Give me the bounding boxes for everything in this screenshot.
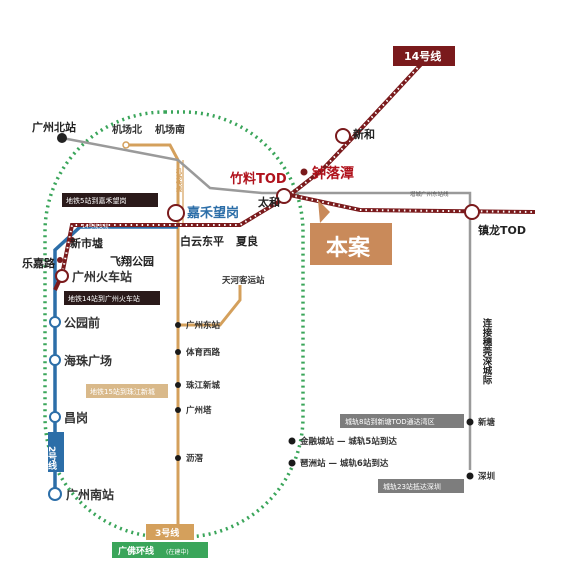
guangzhou-railway-label: 广州火车站 [72,269,132,284]
tiyu-xilu-marker [175,349,181,355]
lijiao-marker [175,455,181,461]
guangfo-ring-tag-label: 广佛环线 [118,545,154,557]
gongyuanqian-label: 公园前 [64,315,100,330]
changgang-label: 昌岗 [64,411,88,425]
haizhu-square-label: 海珠广场 [64,353,112,368]
project-label: 本案 [326,235,371,261]
jinrongcheng-marker [288,437,296,445]
baiyun-dongping-label: 白云东平 [180,234,224,248]
airport-express-label: 机场快线 [175,167,183,193]
shenzhen-marker [466,472,474,480]
line-14-tag [393,46,455,66]
tiyu-xilu-label: 体育西路 [186,347,221,358]
xinshixu-label: 新市墟 [70,236,103,250]
guangzhou-north-label: 广州北站 [32,120,76,134]
intercity8-note: 城轨8站到新塘TOD通达湾区 [345,417,435,426]
guangzhou-east-label: 广州东站 [186,320,221,331]
jiahe-wanggang-label: 嘉禾望岗 [186,205,239,221]
zhongluotan-label: 钟落潭 [312,165,354,182]
zhenlong-tod-marker [464,204,480,220]
zhujiang-newtown-marker [175,382,181,388]
taihe-station-marker [276,188,292,204]
metro15-note-box [86,384,168,398]
line-3-tag-label: 3号线 [155,527,179,539]
xinhe-station-marker [335,128,351,144]
metro14-note: 地铁14站到广州火车站 [68,294,140,303]
metro14-note-box [64,291,160,305]
canton-tower-marker [175,407,181,413]
feixiang-park-label: 飞翔公园 [110,254,154,268]
gongyuanqian-station-marker [49,316,61,328]
zhugang-tod-label: 竹料TOD [229,171,287,187]
xintang-label: 新塘 [478,417,496,428]
canton-tower-label: 广州塔 [186,405,212,416]
intercity23-note-box [378,479,464,493]
jiahe-wanggang-station-marker [167,204,185,222]
project-box [310,223,392,265]
line-2-tag [48,432,64,472]
taihe-label: 太和 [257,195,280,209]
airport-south-label: 机场南 [155,123,185,136]
tianhe-coach-label: 天河客运站 [222,275,265,286]
changgang-station-marker [49,411,61,423]
guangfo-ring-tag-note: (在建中) [166,548,189,556]
line-3-tag [146,524,194,540]
zhongluotan-station-marker [300,168,308,176]
metro5-note: 地铁5站到嘉禾望岗 [66,196,126,205]
intercity8-note-box [340,414,464,428]
intercity6-note: 琶洲站 — 城轨6站到达 [300,458,389,469]
intercity5-note: 金融城站 — 城轨5站到达 [299,436,397,447]
shenzhen-label: 深圳 [478,471,495,482]
line14-branch-tag: 14号线支线 [82,223,108,230]
zhujiang-newtown-label: 珠江新城 [186,380,221,391]
haizhu-square-station-marker [49,354,61,366]
line-3-branch-tianhe [178,285,242,327]
lejia-road-label: 乐嘉路 [22,256,56,270]
metro5-note-box [62,193,158,207]
lijiao-label: 沥滘 [186,453,204,464]
airport-north-label: 机场北 [112,123,142,136]
airport-north-marker [122,141,130,149]
guangzhou-south-station-marker [48,487,62,501]
xinhe-label: 新和 [353,127,375,141]
line-14-track-ticks [61,59,426,276]
line-14-tag-label: 14号线 [404,49,441,63]
xialiang-label: 夏良 [236,234,258,248]
xintang-marker [466,418,474,426]
metro15-note: 地铁15站到珠江新城 [90,387,155,396]
guangzhou-north-station-marker [57,133,67,143]
intercity-line-track [61,136,472,470]
xinshixu-station-marker [69,237,75,243]
guangzhou-railway-station-marker [55,269,69,283]
guangzhou-east-marker [175,322,181,328]
pazhou-marker [288,459,296,467]
lejia-road-station-marker [57,257,63,263]
line-2-tag-label: 2号线 [46,446,57,471]
guangfo-ring-tag [112,542,208,558]
intercity23-note: 城轨23站抵达深圳 [383,482,441,491]
baiyun-link-tag: 增城广州东站线 [410,190,449,198]
project-pointer [318,200,330,223]
guangzhou-south-label: 广州南站 [66,487,114,502]
zhenlong-tod-label: 镇龙TOD [478,223,526,237]
vertical-link-label: 连接穗莞深城际 [481,317,494,385]
